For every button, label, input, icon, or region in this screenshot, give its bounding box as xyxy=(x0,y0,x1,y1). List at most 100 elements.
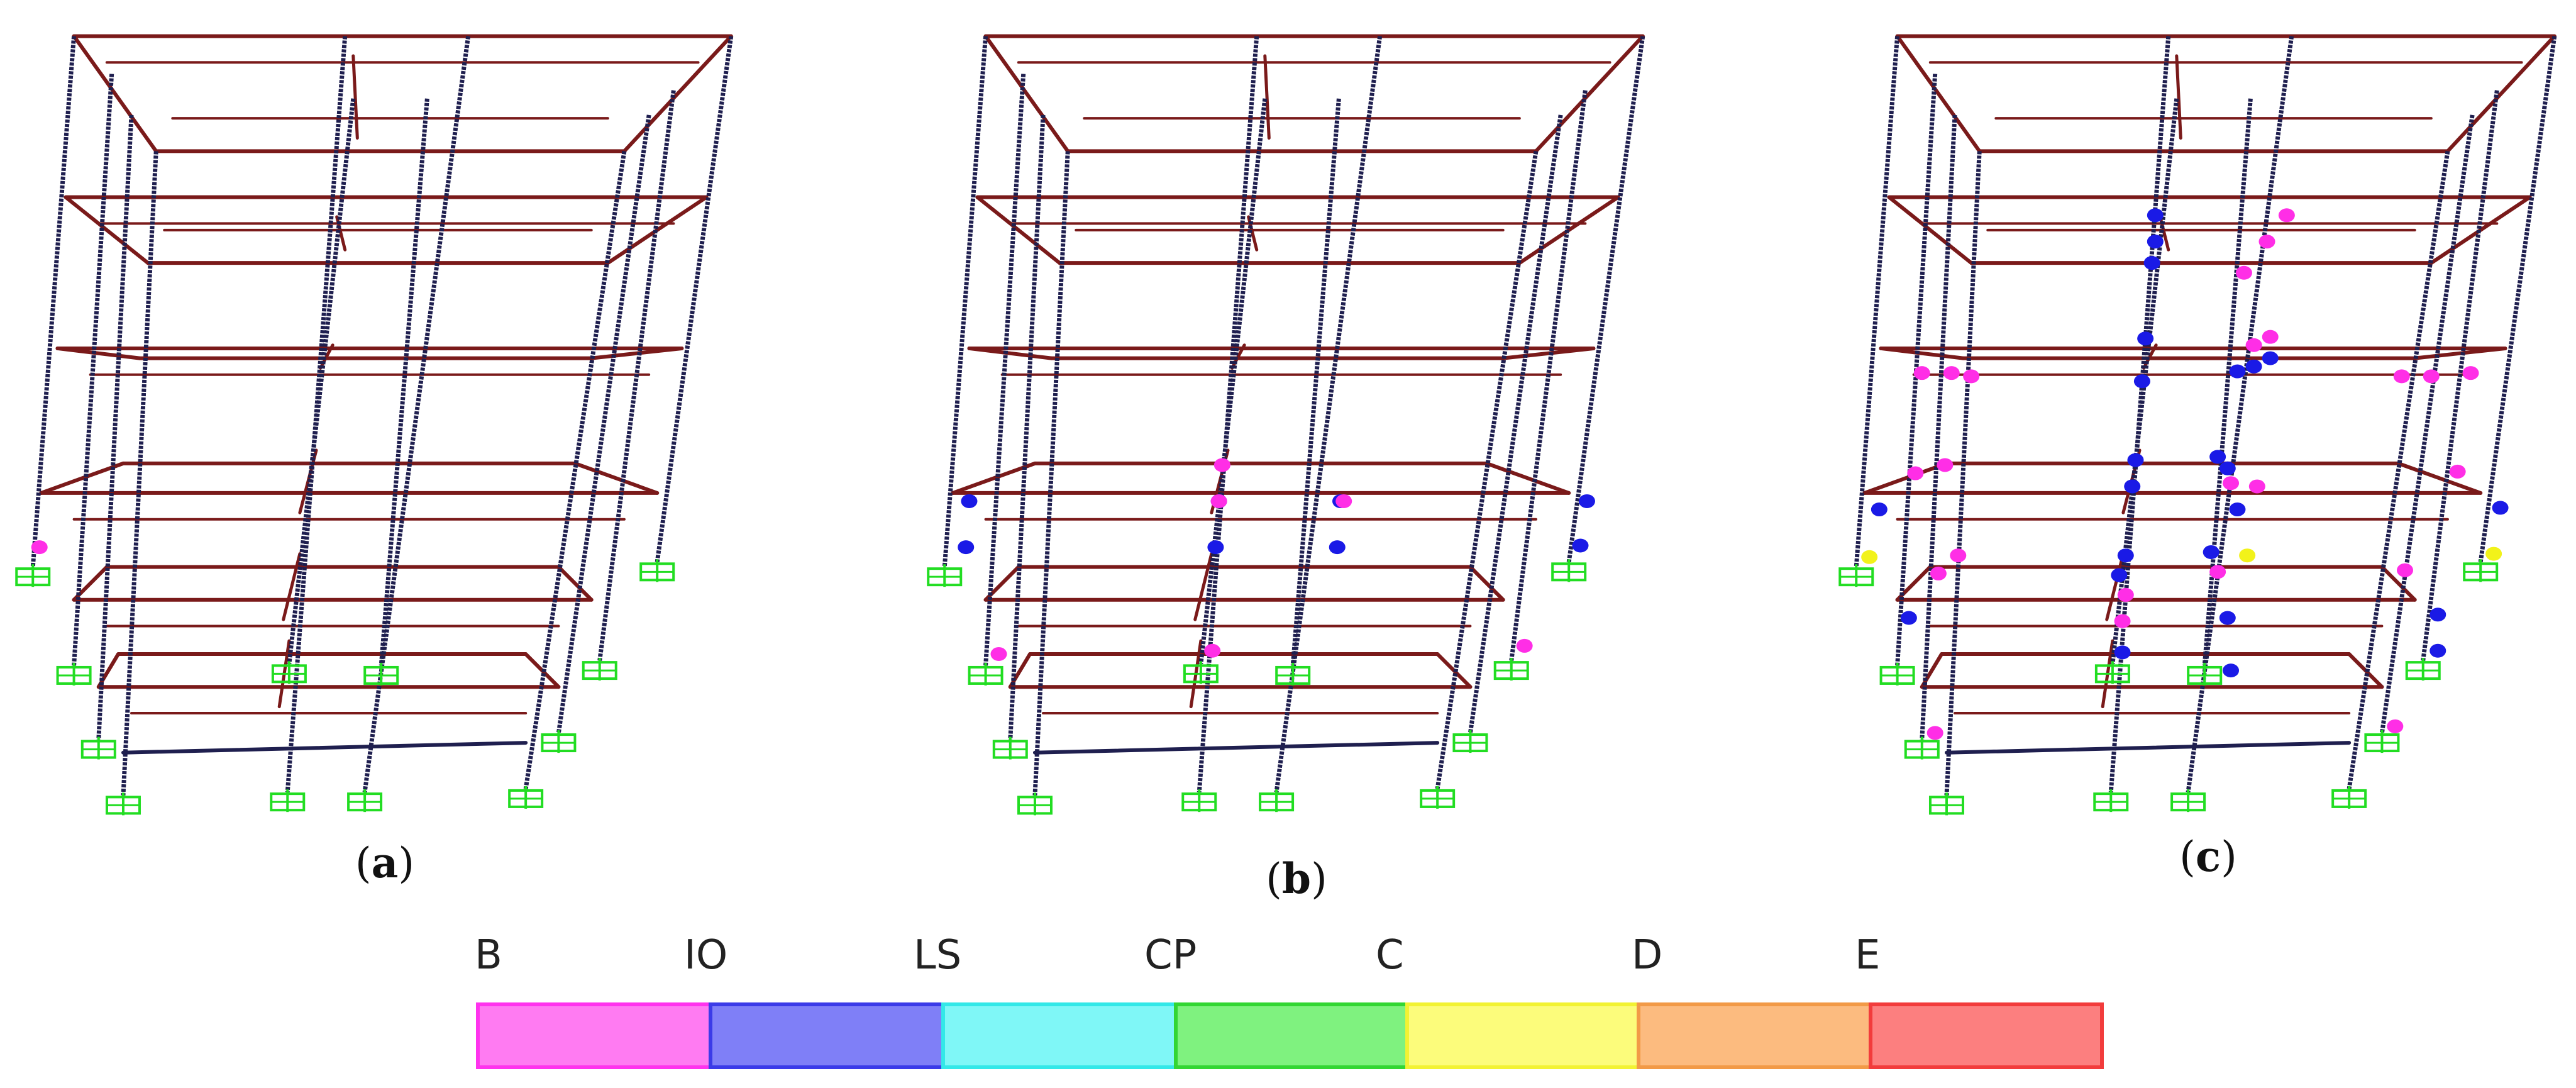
beam xyxy=(556,565,594,602)
column xyxy=(1854,36,1900,567)
fixed-support-icon xyxy=(2364,730,2400,753)
fixed-support-icon xyxy=(1183,661,1219,684)
fixed-support-icon xyxy=(2187,662,2223,686)
beam xyxy=(351,54,359,140)
plastic-hinge-icon xyxy=(2229,364,2246,379)
beam xyxy=(983,34,1070,153)
plastic-hinge-icon xyxy=(1207,540,1224,555)
beam xyxy=(1230,343,1246,370)
plastic-hinge-icon xyxy=(2223,663,2240,678)
plastic-hinge-icon xyxy=(2117,587,2134,602)
legend-label-c: C xyxy=(1376,932,1404,979)
column xyxy=(2379,114,2475,733)
plastic-hinge-icon xyxy=(2143,256,2160,270)
legend-swatch-2 xyxy=(941,1002,1178,1069)
fixed-support-icon xyxy=(2170,789,2206,813)
ground-beam xyxy=(1032,741,1440,755)
plastic-hinge-icon xyxy=(2245,359,2262,374)
beam xyxy=(2396,461,2483,495)
fixed-support-icon xyxy=(508,785,544,809)
fixed-support-icon xyxy=(1879,662,1915,686)
plastic-hinge-icon xyxy=(2127,453,2144,467)
column xyxy=(121,151,158,796)
column xyxy=(983,74,1026,666)
plastic-hinge-icon xyxy=(2114,645,2131,660)
frame-panel-b xyxy=(927,34,1645,816)
caption-b: (b) xyxy=(1266,854,1327,903)
plastic-hinge-icon xyxy=(2239,548,2256,563)
fixed-support-icon xyxy=(968,662,1003,686)
beam xyxy=(1008,652,1032,689)
plastic-hinge-icon xyxy=(2203,545,2219,559)
fixed-support-icon xyxy=(347,789,383,813)
plastic-hinge-icon xyxy=(1930,566,1947,580)
column xyxy=(1198,98,1268,665)
beam xyxy=(64,195,150,265)
plastic-hinge-icon xyxy=(1335,494,1352,508)
plastic-hinge-icon xyxy=(1210,494,1227,508)
column xyxy=(72,74,114,666)
plastic-hinge-icon xyxy=(2223,476,2240,491)
plastic-hinge-icon xyxy=(2462,366,2479,380)
legend-swatch-0 xyxy=(476,1002,712,1069)
beam xyxy=(2413,346,2507,360)
fixed-support-icon xyxy=(1181,789,1217,813)
fixed-support-icon xyxy=(1904,736,1940,760)
column xyxy=(655,35,734,563)
beam xyxy=(2380,565,2417,602)
fixed-support-icon xyxy=(2093,789,2129,813)
legend-label-ls: LS xyxy=(914,932,961,979)
fixed-support-icon xyxy=(1017,792,1053,816)
plastic-hinge-icon xyxy=(961,494,978,508)
column xyxy=(1032,151,1070,796)
column xyxy=(2347,150,2450,789)
plastic-hinge-icon xyxy=(1937,458,1954,472)
column xyxy=(523,150,627,789)
plastic-hinge-icon xyxy=(1907,466,1924,480)
plastic-hinge-icon xyxy=(1572,538,1589,553)
beam xyxy=(1879,346,1965,360)
beam xyxy=(1484,461,1571,495)
fixed-support-icon xyxy=(927,564,963,587)
column xyxy=(942,36,988,567)
beam xyxy=(39,461,125,495)
legend-label-e: E xyxy=(1855,932,1880,979)
plastic-hinge-icon xyxy=(2387,719,2404,733)
beam xyxy=(2105,552,2125,621)
beam xyxy=(319,343,334,370)
beam xyxy=(1263,54,1271,140)
beam xyxy=(1468,565,1505,602)
fixed-support-icon xyxy=(105,792,141,816)
fixed-support-icon xyxy=(271,661,307,684)
fixed-support-icon xyxy=(2463,559,2499,582)
beam xyxy=(1534,34,1645,153)
plastic-hinge-icon xyxy=(1213,458,1230,472)
legend-label-d: D xyxy=(1632,932,1662,979)
beam xyxy=(1887,195,1974,265)
legend-swatch-5 xyxy=(1637,1002,1872,1069)
plastic-hinge-icon xyxy=(1871,502,1888,517)
plastic-hinge-icon xyxy=(2245,338,2262,352)
fixed-support-icon xyxy=(1259,789,1295,813)
column xyxy=(1509,90,1588,661)
fixed-support-icon xyxy=(2331,785,2367,809)
plastic-hinge-icon xyxy=(1204,643,1221,658)
plastic-hinge-icon xyxy=(2219,611,2236,625)
beam xyxy=(55,346,142,360)
plastic-hinge-icon xyxy=(1950,548,1967,563)
plastic-hinge-icon xyxy=(2430,608,2446,622)
fixed-support-icon xyxy=(992,736,1028,760)
legend-swatch-3 xyxy=(1174,1002,1409,1069)
fixed-support-icon xyxy=(56,662,92,686)
fixed-support-icon xyxy=(1275,662,1311,686)
plastic-hinge-icon xyxy=(2111,568,2128,582)
frame-panel-a xyxy=(15,34,734,816)
plastic-hinge-icon xyxy=(958,540,975,555)
plastic-hinge-icon xyxy=(2137,331,2154,346)
frame-panel-c xyxy=(1838,34,2557,816)
beam xyxy=(589,346,684,360)
plastic-hinge-icon xyxy=(1516,638,1533,653)
column xyxy=(2478,35,2557,563)
column xyxy=(556,114,651,733)
